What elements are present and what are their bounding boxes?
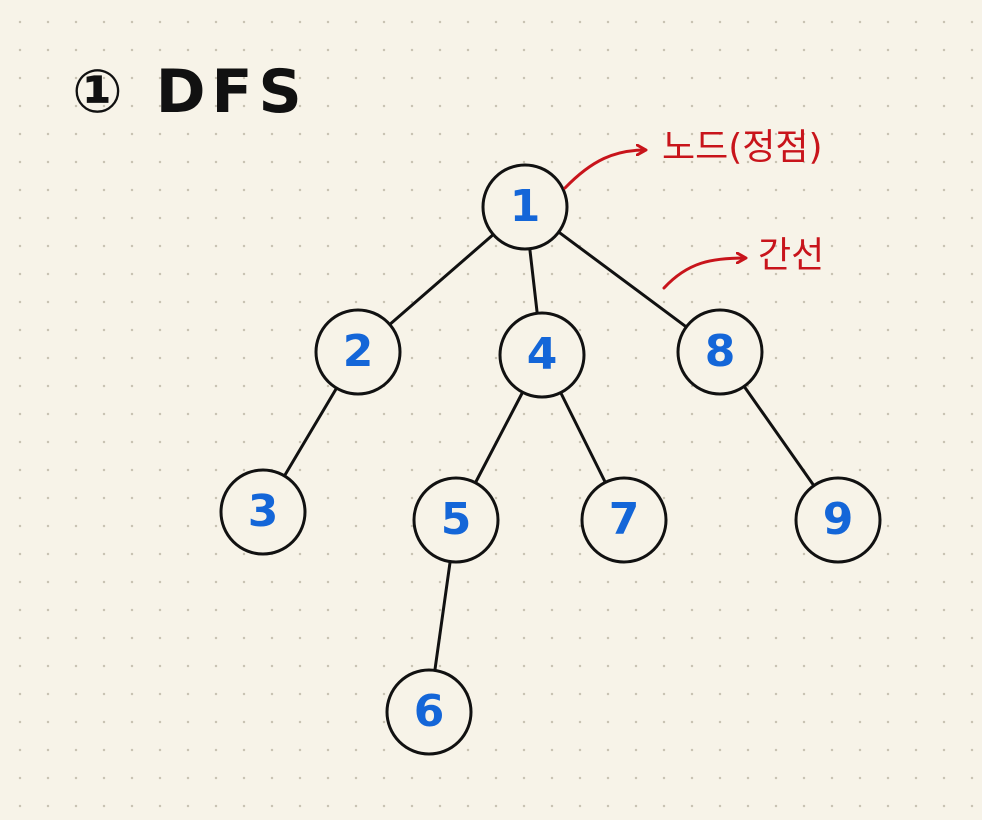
node-5: 5	[412, 476, 500, 564]
node-circle-1	[481, 163, 569, 251]
edge-1-8	[557, 230, 688, 329]
node-label-7: 7	[609, 494, 640, 545]
node-label-4: 4	[527, 329, 558, 380]
nodes-layer: 1 2 4 8 3 5 7 9 6	[219, 163, 882, 756]
node-circle-9	[794, 476, 882, 564]
node-label-5: 5	[441, 494, 472, 545]
edge-annotation-label: 간선	[758, 235, 825, 276]
node-label-2: 2	[343, 326, 374, 377]
node-label-8: 8	[705, 326, 736, 377]
edge-1-4	[528, 247, 539, 315]
node-1: 1	[481, 163, 569, 251]
edge-4-5	[473, 390, 525, 485]
edge-4-7	[559, 391, 607, 484]
node-circle-2	[314, 308, 402, 396]
diagram-title: ① DFS	[72, 57, 308, 127]
node-circle-8	[676, 308, 764, 396]
node-7: 7	[580, 476, 668, 564]
edge-1-2	[388, 233, 495, 326]
node-8: 8	[676, 308, 764, 396]
node-circle-6	[385, 668, 473, 756]
node-4: 4	[498, 311, 586, 399]
node-label-3: 3	[248, 486, 279, 537]
node-circle-4	[498, 311, 586, 399]
node-circle-5	[412, 476, 500, 564]
node-circle-7	[580, 476, 668, 564]
node-label-6: 6	[414, 686, 445, 737]
edge-annotation-arrow	[662, 258, 745, 290]
edge-8-9	[742, 384, 816, 488]
node-annotation-arrow	[563, 150, 645, 190]
node-6: 6	[385, 668, 473, 756]
node-9: 9	[794, 476, 882, 564]
node-annotation-label: 노드(정점)	[662, 127, 823, 168]
node-circle-3	[219, 468, 307, 556]
node-2: 2	[314, 308, 402, 396]
node-label-1: 1	[510, 181, 541, 232]
edges-layer	[282, 230, 816, 672]
edge-5-6	[433, 560, 452, 672]
node-label-9: 9	[823, 494, 854, 545]
node-3: 3	[219, 468, 307, 556]
edge-2-3	[282, 386, 339, 478]
